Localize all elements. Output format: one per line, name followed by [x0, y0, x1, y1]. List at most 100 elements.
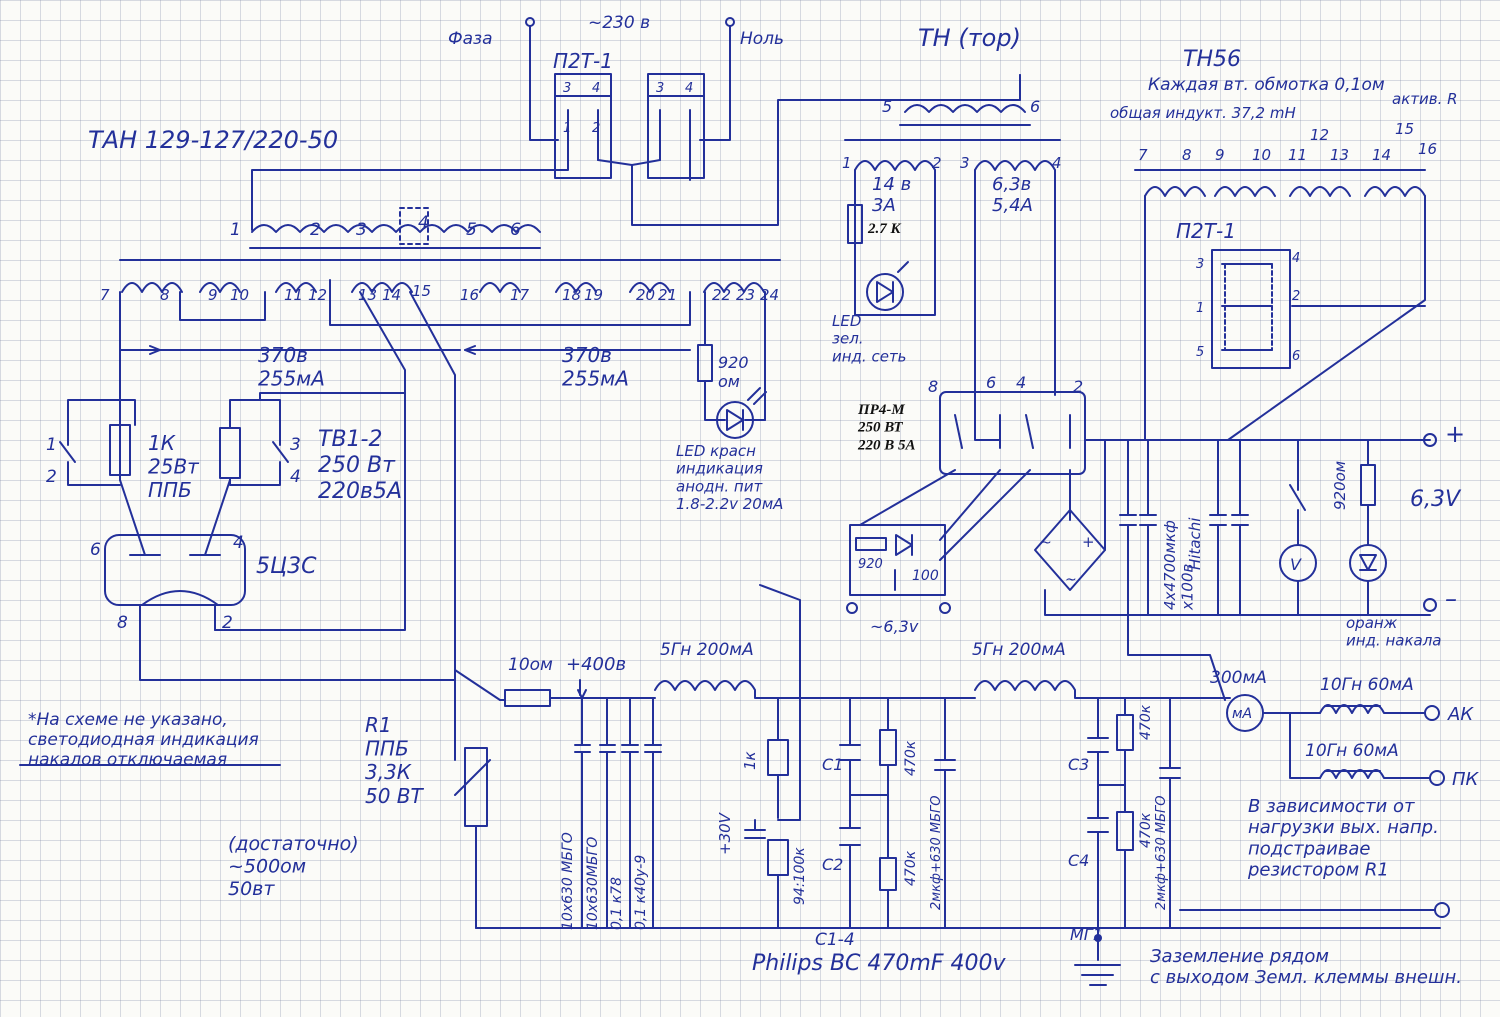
anode-voltage: +400в — [566, 654, 626, 675]
svg-text:15: 15 — [412, 282, 431, 300]
mains-switch-left — [554, 73, 612, 179]
mains-voltage: ~230 в — [588, 13, 650, 33]
tn56-note-2: общая индукт. 37,2 mH — [1110, 104, 1296, 122]
svg-text:1: 1 — [46, 435, 57, 455]
svg-text:4: 4 — [1016, 373, 1026, 392]
ak-choke: 10Гн 60мА — [1320, 675, 1414, 695]
svg-text:4: 4 — [592, 81, 600, 96]
filament-led-voltage: ~6,3v — [870, 617, 919, 636]
svg-text:24: 24 — [760, 286, 779, 304]
svg-text:8: 8 — [160, 286, 170, 304]
tn56-title: ТН56 — [1183, 47, 1241, 72]
svg-text:3: 3 — [563, 81, 571, 96]
svg-text:8: 8 — [928, 377, 938, 396]
svg-text:12: 12 — [308, 286, 327, 304]
svg-text:9: 9 — [208, 286, 218, 304]
filament-caps: 4х4700мкфх100в — [1161, 520, 1197, 611]
svg-text:17: 17 — [510, 286, 530, 304]
svg-text:4: 4 — [685, 81, 693, 96]
svg-text:920ом: 920ом — [718, 353, 749, 391]
svg-text:470к: 470к — [1138, 812, 1154, 848]
choke2-label: 5Гн 200мА — [972, 640, 1066, 660]
filament-led-small: 920 100 ~6,3v — [846, 524, 951, 636]
svg-text:4: 4 — [418, 213, 429, 233]
svg-text:19: 19 — [584, 286, 603, 304]
svg-text:V: V — [1290, 555, 1302, 574]
svg-text:1к: 1к — [741, 751, 759, 770]
svg-text:21: 21 — [658, 286, 677, 304]
svg-text:+: + — [1445, 420, 1465, 448]
svg-text:23: 23 — [736, 286, 755, 304]
svg-text:2: 2 — [222, 613, 233, 633]
svg-text:94:100к: 94:100к — [792, 847, 808, 905]
mains-switch-right — [647, 73, 705, 179]
svg-text:3: 3 — [656, 81, 664, 96]
svg-text:5: 5 — [1196, 345, 1204, 360]
svg-text:6: 6 — [90, 540, 101, 560]
svg-text:С4: С4 — [1068, 851, 1089, 870]
svg-text:6: 6 — [986, 373, 996, 392]
tn-toroid: ТН (тор) 5 6 — [882, 24, 1040, 126]
svg-text:мА: мА — [1232, 706, 1252, 722]
svg-text:15: 15 — [1395, 120, 1414, 138]
svg-text:2: 2 — [1073, 377, 1083, 396]
svg-text:3: 3 — [960, 154, 970, 172]
svg-text:18: 18 — [562, 286, 581, 304]
svg-text:14: 14 — [382, 286, 401, 304]
tn56-note-1: Каждая вт. обмотка 0,1ом — [1148, 75, 1385, 95]
choke1-label: 5Гн 200мА — [660, 640, 754, 660]
svg-text:5: 5 — [466, 220, 477, 240]
svg-text:2: 2 — [310, 220, 321, 240]
svg-text:2: 2 — [592, 121, 600, 136]
svg-text:МГ1: МГ1 — [1070, 925, 1103, 944]
svg-text:4: 4 — [1292, 251, 1300, 266]
outputs: мА 300мА 10Гн 60мА 10Гн 60мА АК ПК В зав… — [1127, 614, 1480, 881]
svg-text:470к: 470к — [903, 740, 919, 776]
svg-text:16: 16 — [460, 286, 479, 304]
tn-tor-title: ТН (тор) — [918, 24, 1021, 52]
svg-text:+30V: +30V — [716, 811, 734, 855]
meter-label: 300мА — [1210, 668, 1267, 688]
svg-text:2мкф+630 МБГО: 2мкф+630 МБГО — [929, 796, 944, 911]
svg-text:~: ~ — [1040, 535, 1052, 551]
svg-text:2: 2 — [932, 154, 942, 172]
svg-text:1: 1 — [230, 220, 241, 240]
neutral-label: Ноль — [740, 29, 784, 49]
svg-text:С3: С3 — [1068, 755, 1089, 774]
svg-text:10: 10 — [1252, 146, 1271, 164]
svg-text:6: 6 — [1292, 349, 1300, 364]
svg-text:3: 3 — [290, 435, 301, 455]
svg-text:470к: 470к — [1138, 704, 1154, 740]
tube-label: 5Ц3С — [256, 554, 317, 579]
svg-text:470к: 470к — [903, 850, 919, 886]
filament-caps-brand: Hitachi — [1186, 517, 1204, 570]
svg-text:6: 6 — [1030, 97, 1040, 116]
svg-text:12: 12 — [1310, 126, 1329, 144]
svg-text:ПК: ПК — [1452, 769, 1480, 790]
svg-text:0,1 к78: 0,1 к78 — [609, 877, 625, 930]
svg-text:11: 11 — [1288, 146, 1307, 164]
svg-text:С1: С1 — [822, 755, 843, 774]
tn56-note-3: актив. R — [1392, 90, 1458, 108]
tn-small-resistor: 2.7 K — [867, 221, 902, 237]
main-transformer: ТАН 129-127/220-50 1 2 3 4 5 6 7 8 9 10 … — [88, 126, 781, 701]
svg-text:22: 22 — [712, 286, 731, 304]
svg-text:6: 6 — [510, 220, 521, 240]
svg-text:3: 3 — [1196, 257, 1204, 272]
filament-voltage: 6,3V — [1410, 487, 1462, 512]
svg-text:13: 13 — [358, 286, 377, 304]
svg-text:4: 4 — [290, 467, 301, 487]
